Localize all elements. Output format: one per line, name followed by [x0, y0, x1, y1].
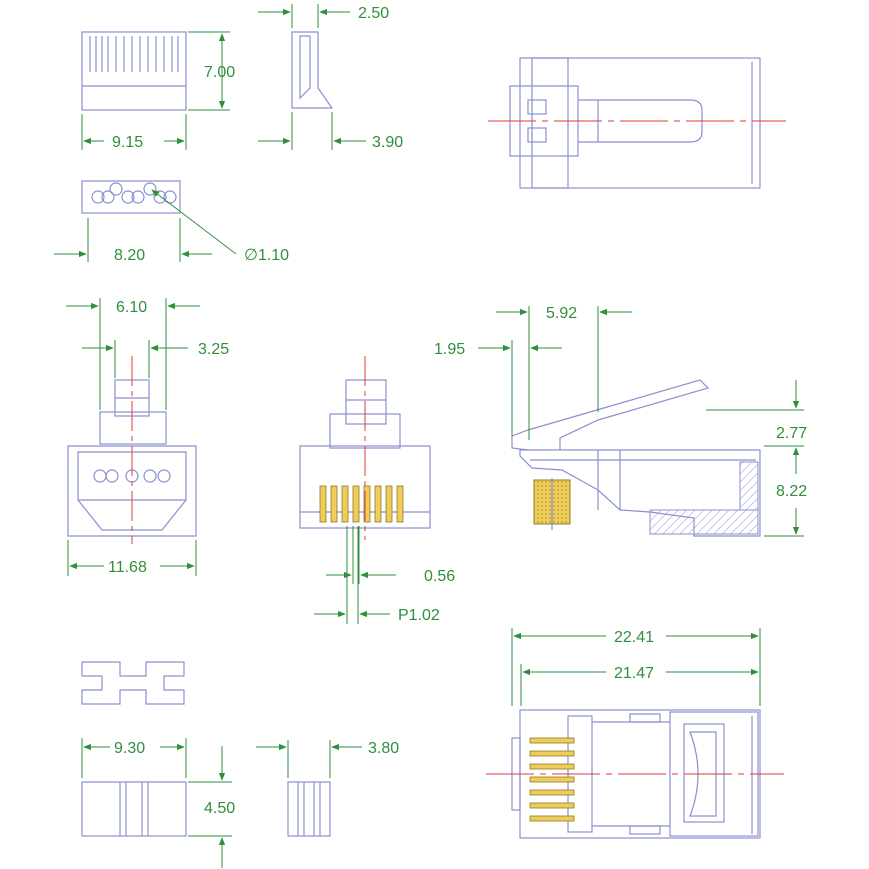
label-boot-side-width: 3.80: [368, 740, 399, 757]
plug-front-view: [299, 356, 431, 540]
dim-body-length: 21.47: [520, 664, 759, 706]
label-load-bar-height: 7.00: [204, 64, 235, 81]
bottom-contact-blades: [529, 737, 575, 822]
load-bar-ribs: [89, 36, 179, 72]
label-plug-height: 8.22: [776, 483, 807, 500]
plug-bottom-view: [486, 709, 784, 839]
label-body-length: 21.47: [614, 665, 654, 682]
dim-contact-width: 0.56: [326, 526, 455, 585]
label-latch-height: 2.77: [776, 425, 807, 442]
dim-latch-width: 6.10: [66, 298, 200, 410]
dim-load-bar-height: 7.00: [188, 31, 235, 111]
boot-top-view: [81, 661, 185, 705]
dim-boot-width: 9.30: [81, 738, 187, 778]
label-boot-width: 9.30: [114, 740, 145, 757]
dim-overall-length: 22.41: [511, 628, 761, 706]
boot-side-view: [287, 781, 331, 837]
dim-side-latch-length: 5.92: [496, 305, 632, 440]
latch-side-profile: [291, 31, 334, 109]
contact-blades: [319, 485, 404, 523]
dim-latch-height: 2.77: [706, 380, 807, 447]
label-side-latch-length: 5.92: [546, 305, 577, 322]
label-load-bar-width: 9.15: [112, 134, 143, 151]
label-latch-tab-width: 3.25: [198, 341, 229, 358]
dim-boot-height: 4.50: [188, 746, 235, 868]
label-latch-top: 2.50: [358, 5, 389, 22]
label-contact-pitch: P1.02: [398, 607, 440, 624]
label-latch-width: 6.10: [116, 299, 147, 316]
dim-boot-side-width: 3.80: [256, 740, 399, 778]
plug-side-section: [511, 379, 761, 537]
dim-load-bar-width: 9.15: [81, 114, 187, 151]
dim-wire-holder-width: 8.20: [54, 218, 212, 264]
load-bar-front-view: [81, 31, 187, 111]
leader-wire-hole: ∅1.10: [151, 189, 289, 264]
label-overall-length: 22.41: [614, 629, 654, 646]
label-plug-front-width: 11.68: [108, 559, 147, 576]
dim-side-latch-offset: 1.95: [434, 340, 562, 436]
label-wire-hole-diameter: ∅1.10: [244, 247, 289, 264]
dim-latch-top: 2.50: [258, 4, 389, 28]
boot-front-view: [81, 781, 187, 837]
label-latch-base: 3.90: [372, 134, 403, 151]
wire-holder: [81, 180, 181, 214]
dim-latch-tab-width: 3.25: [82, 340, 229, 378]
dim-plug-front-width: 11.68: [67, 540, 197, 576]
plug-rear-view: [67, 356, 197, 544]
label-wire-holder-width: 8.20: [114, 247, 145, 264]
label-boot-height: 4.50: [204, 800, 235, 817]
plug-top-view: [488, 57, 786, 189]
label-contact-width: 0.56: [424, 568, 455, 585]
dim-latch-base: 3.90: [258, 112, 403, 151]
label-side-latch-offset: 1.95: [434, 341, 465, 358]
dim-contact-pitch: P1.02: [314, 526, 440, 624]
dim-plug-height: 8.22: [764, 447, 807, 537]
